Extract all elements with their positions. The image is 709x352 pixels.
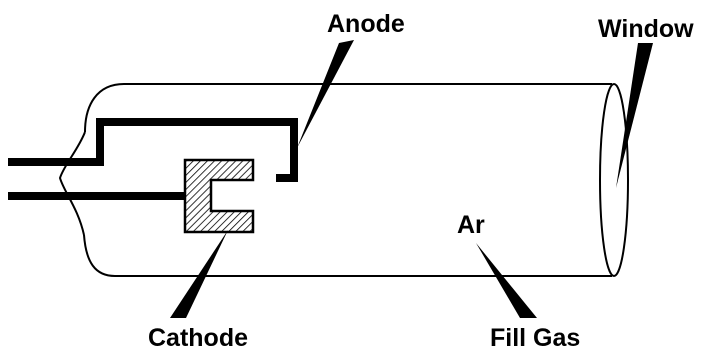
- tube-envelope: [58, 83, 612, 277]
- anode-label: Anode: [327, 10, 405, 38]
- cathode-cup: [183, 158, 255, 234]
- anode-lead-wire: [8, 118, 298, 182]
- cathode-label: Cathode: [148, 324, 248, 352]
- cathode-pointer: [170, 230, 228, 318]
- window-label: Window: [598, 15, 694, 43]
- anode-pointer: [297, 40, 354, 148]
- window-pointer: [616, 43, 653, 188]
- window-ellipse: [599, 83, 629, 277]
- fill-gas-label: Fill Gas: [490, 324, 580, 352]
- fill-gas-pointer: [476, 243, 537, 318]
- fill-gas-symbol-label: Ar: [457, 211, 485, 239]
